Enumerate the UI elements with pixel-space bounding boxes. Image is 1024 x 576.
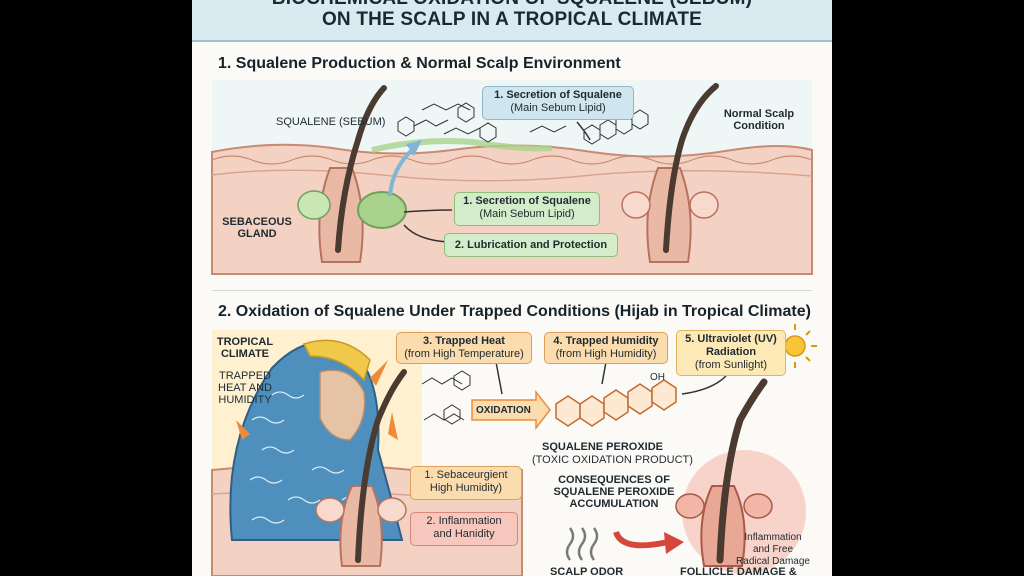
sebaceous-gland-left-2 [297, 190, 331, 220]
box-trapped-heat: 3. Trapped Heat (from High Temperature) [396, 332, 532, 364]
box-lubrication-title: 2. Lubrication and Protection [454, 239, 608, 251]
section-divider [212, 290, 812, 291]
box-inflam-sub: and Hanidity [433, 528, 495, 540]
box-secretion-top: 1. Secretion of Squalene (Main Sebum Lip… [482, 86, 634, 120]
heat-pointer [495, 361, 503, 395]
uv-pointer [681, 375, 727, 395]
box-uv-radiation: 5. Ultraviolet (UV) Radiation (from Sunl… [676, 330, 786, 376]
box-secretion-mid-title: 1. Secretion of Squalene [463, 195, 591, 207]
section-1-heading: 1. Squalene Production & Normal Scalp En… [218, 55, 621, 72]
label-squalene: SQUALENE (SEBUM) [276, 116, 386, 128]
pointer-top [576, 121, 591, 141]
secretion-arrow [388, 146, 416, 197]
gland-damaged-a [675, 493, 705, 519]
secretion-arrow-head [406, 140, 422, 156]
box-uv-title: 5. Ultraviolet (UV) Radiation [685, 333, 777, 358]
peroxide-molecule [555, 379, 677, 427]
label-oxidation: OXIDATION [476, 405, 531, 416]
box-trapped-heat-sub: (from High Temperature) [404, 348, 524, 360]
box-sebaceous-humidity: 1. Sebaceurgient High Humidity) [410, 466, 522, 500]
section-2-heading: 2. Oxidation of Squalene Under Trapped C… [218, 303, 811, 320]
box-secretion-top-title: 1. Secretion of Squalene [494, 89, 622, 101]
gland-right-b [689, 191, 719, 219]
face [319, 369, 366, 441]
consequence-arrow-head [664, 532, 684, 554]
box-secretion-top-sub: (Main Sebum Lipid) [510, 102, 606, 114]
box-lubrication: 2. Lubrication and Protection [444, 233, 618, 257]
label-scalp-odor: SCALP ODOR [550, 566, 624, 576]
infographic-poster: BIOCHEMICAL OXIDATION OF SQUALENE (SEBUM… [192, 0, 832, 576]
box-seb-sub: High Humidity) [429, 482, 503, 494]
label-squalene-peroxide: SQUALENE PEROXIDE [542, 441, 664, 453]
box-secretion-mid-sub: (Main Sebum Lipid) [479, 208, 575, 220]
title-line-1: BIOCHEMICAL OXIDATION OF SQUALENE (SEBUM… [192, 0, 832, 10]
label-oh: OH [650, 372, 665, 383]
section-2-illustration [211, 324, 817, 576]
sebaceous-gland-left [357, 191, 407, 229]
hair-shaft-damaged [716, 378, 768, 564]
title-line-2: ON THE SCALP IN A TROPICAL CLIMATE [321, 9, 703, 30]
box-trapped-humidity-sub: (from High Humidity) [555, 348, 657, 360]
gland-right-a [621, 191, 651, 219]
pointer-low [403, 224, 449, 243]
heat-arrows [228, 360, 398, 440]
label-inflammation-damage: Inflammation and Free Radical Damage [736, 532, 810, 567]
humidity-pointer [601, 361, 607, 385]
gland-2a [315, 497, 345, 523]
dermis-line [211, 169, 813, 182]
consequence-arrow [613, 530, 669, 549]
sebum-film [371, 138, 553, 153]
label-follicle-damage: FOLLICLE DAMAGE & [680, 566, 797, 576]
pointer-mid [403, 209, 453, 213]
label-normal-scalp: Normal Scalp Condition [723, 108, 795, 132]
epidermis-wave [211, 155, 813, 165]
molecule-icon [397, 102, 649, 145]
box-secretion-mid: 1. Secretion of Squalene (Main Sebum Lip… [454, 192, 600, 226]
label-tropical-climate: TROPICAL CLIMATE [216, 336, 274, 360]
box-inflammation: 2. Inflammation and Hanidity [410, 512, 518, 546]
label-trapped-heat-humidity: TRAPPED HEAT AND HUMIDITY [218, 370, 272, 406]
label-sebaceous-gland: SEBACEOUS GLAND [222, 216, 292, 240]
label-peroxide-sub: (TOXIC OXIDATION PRODUCT) [532, 454, 693, 466]
box-inflam-title: 2. Inflammation [426, 515, 502, 527]
box-trapped-heat-title: 3. Trapped Heat [423, 335, 505, 347]
hair-shaft-right [663, 83, 719, 253]
hair-shaft-2 [355, 369, 407, 563]
box-uv-sub: (from Sunlight) [694, 359, 768, 371]
hijab-yellow-band [302, 339, 371, 382]
hair-shaft-left [335, 85, 387, 253]
label-consequences: CONSEQUENCES OF SQUALENE PEROXIDE ACCUMU… [553, 474, 675, 510]
box-trapped-humidity: 4. Trapped Humidity (from High Humidity) [544, 332, 668, 364]
gland-2b [377, 497, 407, 523]
gland-damaged-b [743, 493, 773, 519]
molecule-before [421, 370, 471, 425]
odor-wave-icon [565, 527, 599, 561]
box-trapped-humidity-title: 4. Trapped Humidity [553, 335, 659, 347]
title-band: BIOCHEMICAL OXIDATION OF SQUALENE (SEBUM… [192, 0, 832, 42]
box-seb-title: 1. Sebaceurgient [424, 469, 508, 481]
oxidation-arrow [471, 389, 551, 431]
